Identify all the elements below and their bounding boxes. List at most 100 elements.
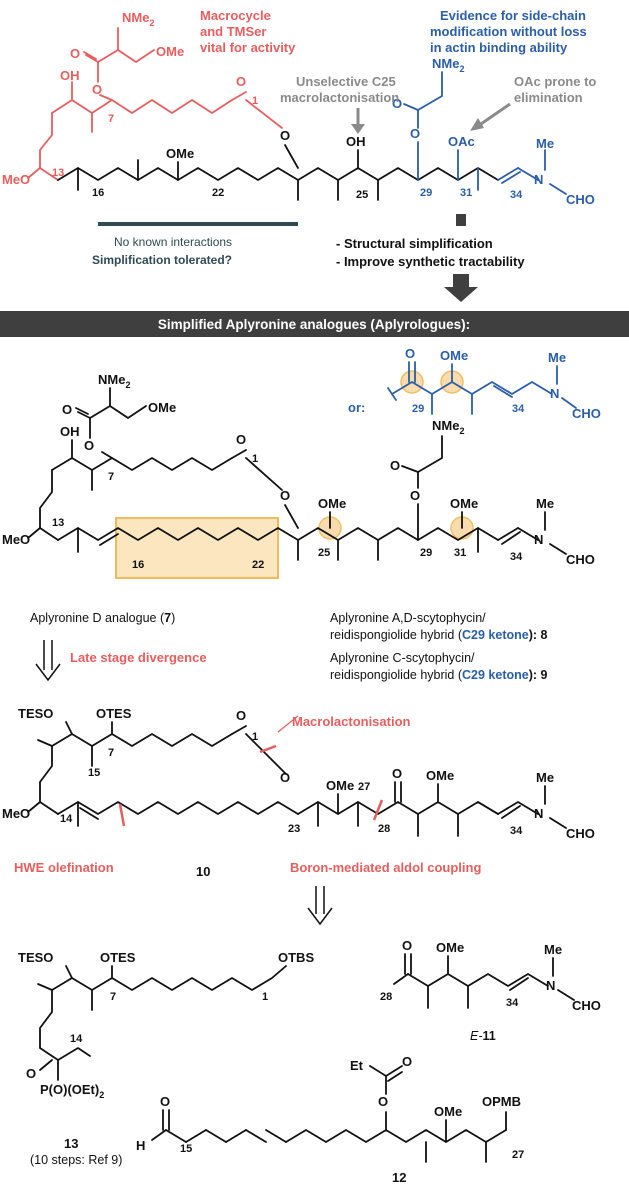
c34-label: 34 — [510, 189, 523, 201]
compound-12: Et O O O H 15 OMe OPMB 27 12 — [136, 1054, 524, 1185]
c13-teso: TESO — [18, 950, 53, 965]
m-c1: 1 — [252, 453, 258, 465]
e11-c28: 28 — [380, 991, 392, 1003]
m-c13: 13 — [52, 517, 64, 529]
c12-h: H — [136, 1138, 145, 1153]
arrow-down-head — [444, 287, 478, 302]
c13-steps: (10 steps: Ref 9) — [30, 1153, 122, 1167]
c10-c15: 15 — [88, 767, 100, 779]
note-no-known: No known interactions — [114, 235, 232, 249]
tmser-ester-red: NMe2 O OMe O — [70, 10, 184, 97]
cut-hwe — [118, 803, 126, 827]
c16-label: 16 — [92, 187, 104, 199]
m-meo: MeO — [2, 532, 30, 547]
label-hybrid-1a: Aplyronine A,D-scytophycin/ — [330, 611, 486, 625]
c29-label: 29 — [420, 187, 432, 199]
c10-c27: 27 — [358, 781, 370, 793]
label-hybrid-2b: reidispongiolide hybrid (C29 ketone): 9 — [330, 668, 548, 682]
c12-c27: 27 — [512, 1149, 524, 1161]
c10-o-ketone: O — [392, 766, 402, 781]
ome-mid: OMe — [166, 146, 194, 161]
label-hybrid-2a: Aplyronine C-scytophycin/ — [330, 651, 475, 665]
c10-c23: 23 — [288, 823, 300, 835]
m-o-ester: O — [84, 438, 94, 453]
label-10: 10 — [196, 864, 210, 879]
retro-arrow-2 — [315, 886, 325, 914]
c10-o-carbonyl: O — [236, 708, 246, 723]
note-unselective-1: Unselective C25 — [296, 74, 396, 89]
or-c34: 34 — [512, 403, 525, 415]
arrow-oac-head — [470, 118, 484, 131]
c10-cho: CHO — [566, 826, 595, 841]
note-macrolactonisation: Macrolactonisation — [292, 714, 411, 729]
c10-c34: 34 — [510, 825, 523, 837]
retro-arrow-2-head — [307, 907, 333, 926]
top-structure: NMe2 O OMe O OH MeO 13 7 O 1 — [2, 8, 596, 302]
m-n: N — [534, 532, 543, 547]
note-evidence-1: Evidence for side-chain — [440, 8, 586, 23]
or-fragment: O OMe N Me CHO 29 34 — [387, 346, 601, 421]
label-e11: E-11 — [470, 1029, 496, 1043]
c25-label: 25 — [356, 189, 368, 201]
m-ome: OMe — [148, 400, 176, 415]
banner-text: Simplified Aplyronine analogues (Aplyrol… — [158, 317, 470, 332]
note-macrocycle-3: vital for activity — [200, 40, 296, 55]
c13-c1: 1 — [262, 991, 268, 1003]
compound-10: TESO OTES O 1 7 15 MeO 14 O 23 OMe 27 28… — [2, 706, 595, 926]
cho-blue: CHO — [566, 192, 595, 207]
note-oac-1: OAc prone to — [514, 74, 596, 89]
macrocycle-middle: OMe 16 22 O OH 25 — [57, 128, 499, 201]
note-macrocycle-1: Macrocycle — [200, 8, 271, 23]
note-structural: - Structural simplification — [336, 236, 493, 251]
e11-ome: OMe — [436, 940, 464, 955]
banner-bg — [0, 311, 629, 337]
m-c29: 29 — [420, 547, 432, 559]
cut-macrolactonisation — [259, 744, 277, 754]
ester-link-o-red: O — [92, 82, 102, 97]
note-evidence-3: in actin binding ability — [430, 40, 568, 55]
note-boron-aldol: Boron-mediated aldol coupling — [290, 860, 481, 875]
e11-c34: 34 — [506, 997, 519, 1009]
c12-o-ester: O — [378, 1094, 388, 1109]
c12-o-aldehyde: O — [160, 1094, 170, 1109]
c10-c28: 28 — [378, 823, 390, 835]
c13-label: 13 — [52, 167, 64, 179]
compound-13: TESO OTES OTBS 7 1 O 14 P(O)(OEt)2 13 (1… — [18, 950, 314, 1167]
note-improve: - Improve synthetic tractability — [336, 254, 525, 269]
meo-red: MeO — [2, 172, 30, 187]
c1-o: O — [236, 74, 246, 89]
c1-label: 1 — [252, 95, 258, 107]
c10-ome2: OMe — [426, 768, 454, 783]
o-blue-ester: O — [410, 126, 420, 141]
m-oh: OH — [60, 424, 80, 439]
label-analogue-7: Aplyronine D analogue (7) — [30, 611, 175, 625]
ring-o: O — [280, 128, 290, 143]
oh-red: OH — [60, 68, 80, 83]
m-ome25: OMe — [318, 496, 346, 511]
c7-label: 7 — [108, 113, 114, 125]
m-c25: 25 — [318, 547, 330, 559]
or-ome: OMe — [440, 348, 468, 363]
or-o: O — [405, 346, 415, 361]
banner: Simplified Aplyronine analogues (Aplyrol… — [0, 311, 629, 337]
note-evidence-2: modification without loss — [430, 24, 587, 39]
c12-ome: OMe — [434, 1104, 462, 1119]
retro-arrow-1-head — [35, 663, 61, 682]
c10-c7: 7 — [108, 747, 114, 759]
m-c1-o: O — [236, 432, 246, 447]
side-chain-blue: O O NMe2 29 OAc 31 N Me CHO 34 — [392, 56, 595, 207]
note-hwe: HWE olefination — [14, 860, 114, 875]
retro-arrow-1 — [43, 640, 53, 670]
c13-phosphonate: P(O)(OEt)2 — [40, 1082, 104, 1100]
e11-me: Me — [544, 942, 562, 957]
or-me: Me — [548, 350, 566, 365]
c10-ring-o: O — [280, 770, 290, 785]
c10-c14: 14 — [60, 813, 73, 825]
arrow-down-stem — [453, 274, 469, 288]
analogue-7-structure: or: O OMe N Me CHO 29 34 NMe2 — [2, 346, 601, 682]
note-late-stage: Late stage divergence — [70, 650, 207, 665]
note-oac-2: elimination — [514, 90, 583, 105]
m-c31: 31 — [454, 547, 466, 559]
